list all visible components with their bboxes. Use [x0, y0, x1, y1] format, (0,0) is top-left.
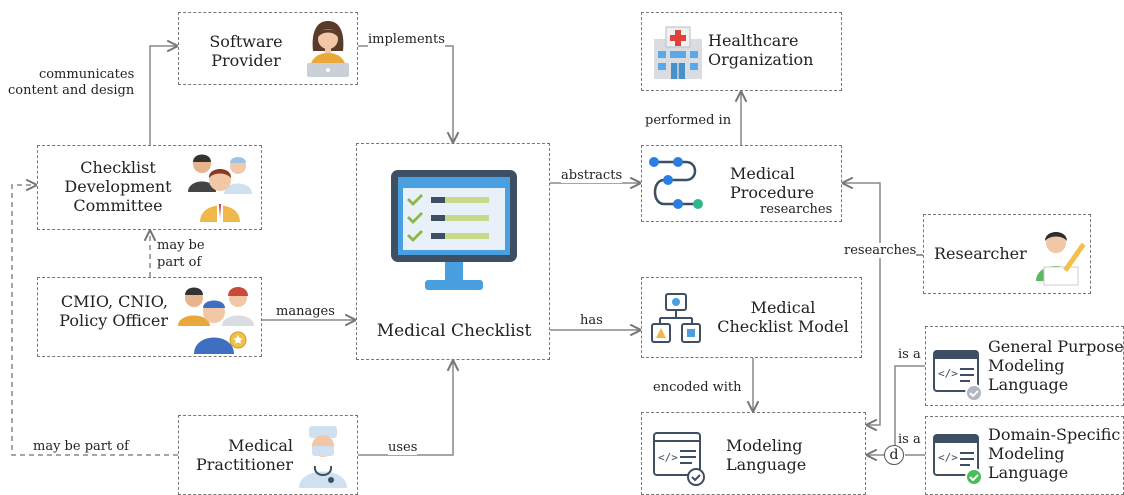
svg-text:</>: </>: [938, 451, 958, 464]
officers-group-icon: [178, 287, 254, 354]
node-domain-specific-modeling-language: </> Domain-Specific Modeling Language: [925, 416, 1124, 495]
disjoint-marker: d: [884, 445, 904, 465]
label-communicates: communicates content and design: [8, 67, 135, 99]
label-uses: uses: [388, 440, 418, 455]
medical-checklist-label: Medical Checklist: [376, 321, 532, 341]
label-researches-procedure: researches: [760, 202, 833, 217]
code-document-grey-icon: </>: [933, 350, 983, 402]
node-researcher: Researcher: [923, 214, 1091, 294]
edge-implements: [358, 45, 453, 143]
svg-text:</>: </>: [938, 367, 958, 380]
doctor-icon: [299, 426, 347, 488]
edge-may-be-part-of-2: [11, 185, 178, 456]
edge-is-a-1: [894, 365, 925, 455]
node-modeling-language: </> Modeling Language: [641, 412, 866, 495]
cmio-label: CMIO, CNIO, Policy Officer: [59, 292, 168, 330]
domain-specific-label: Domain-Specific Modeling Language: [988, 425, 1121, 482]
label-may-be-part-of-1: may be part of: [157, 237, 205, 271]
label-may-be-part-of-2: may be part of: [33, 439, 129, 454]
hospital-icon: [654, 26, 702, 79]
node-healthcare-organization: Healthcare Organization: [641, 12, 842, 91]
label-encoded-with: encoded with: [653, 380, 742, 395]
woman-laptop-icon: [307, 21, 349, 77]
researcher-label: Researcher: [934, 244, 1027, 263]
modeling-language-label: Modeling Language: [726, 436, 807, 474]
node-medical-practitioner: Medical Practitioner: [178, 415, 358, 495]
label-has: has: [580, 313, 603, 328]
healthcare-organization-label: Healthcare Organization: [708, 31, 814, 69]
edge-communicates: [149, 46, 178, 145]
code-document-icon: </>: [653, 432, 705, 486]
workflow-icon: [649, 157, 703, 209]
svg-text:</>: </>: [658, 451, 678, 464]
label-researches-left: researches: [844, 243, 917, 258]
label-performed-in: performed in: [645, 113, 732, 128]
medical-practitioner-label: Medical Practitioner: [195, 436, 293, 474]
label-is-a-1: is a: [898, 347, 921, 362]
node-checklist-development-committee: Checklist Development Committee: [37, 145, 262, 230]
model-hierarchy-icon: [651, 293, 701, 343]
medical-procedure-label: Medical Procedure: [730, 164, 815, 202]
software-provider-label: Software Provider: [209, 32, 283, 70]
researcher-icon: [1036, 232, 1086, 286]
edge-uses: [358, 360, 453, 456]
node-cmio-cnio-policy-officer: CMIO, CNIO, Policy Officer: [37, 277, 262, 357]
general-purpose-label: General Purpose Modeling Language: [988, 337, 1124, 394]
checklist-monitor-icon: [391, 170, 517, 290]
committee-group-icon: [188, 154, 252, 222]
label-is-a-2: is a: [898, 432, 921, 447]
label-abstracts: abstracts: [561, 168, 623, 183]
node-medical-checklist-model: Medical Checklist Model: [641, 277, 862, 358]
node-general-purpose-modeling-language: </> General Purpose Modeling Language: [925, 326, 1124, 406]
node-software-provider: Software Provider: [178, 12, 358, 85]
medical-checklist-model-label: Medical Checklist Model: [717, 298, 849, 336]
node-medical-procedure: Medical Procedure researches: [641, 145, 842, 222]
label-implements: implements: [368, 32, 445, 47]
label-manages: manages: [276, 304, 335, 319]
node-medical-checklist: Medical Checklist: [356, 143, 550, 360]
code-document-green-icon: </>: [933, 434, 983, 486]
checklist-committee-label: Checklist Development Committee: [64, 158, 172, 215]
